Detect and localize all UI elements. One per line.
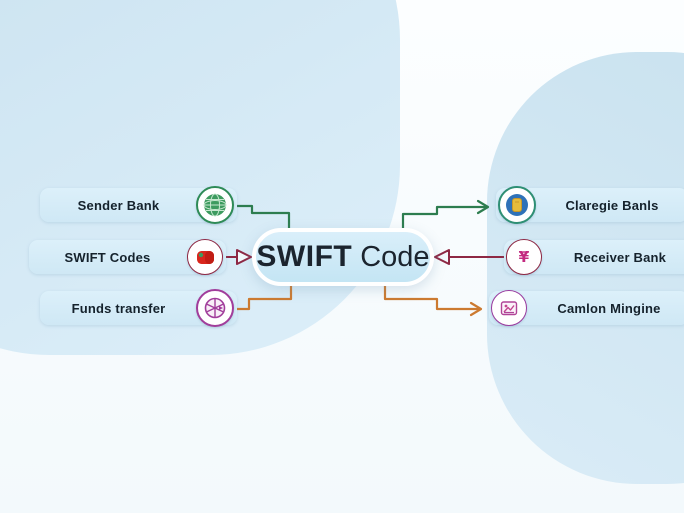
node-claregie-banls: Claregie Banls <box>496 186 684 224</box>
node-label: SWIFT Codes <box>64 249 151 265</box>
node-receiver-bank: ¥ Receiver Bank <box>504 239 684 275</box>
svg-text:¥: ¥ <box>519 248 530 266</box>
connector-receiver-bank <box>434 249 505 265</box>
chart-image-icon <box>491 290 527 326</box>
node-label: Claregie Banls <box>565 197 659 213</box>
center-node-swift-code: SWIFT Code <box>252 228 434 286</box>
node-label: Receiver Bank <box>573 249 667 265</box>
connector-claregie <box>401 199 490 232</box>
globe-bank-icon <box>196 186 234 224</box>
node-camlon-mingine: Camlon Mingine <box>489 290 684 326</box>
connector-camlon <box>383 284 483 317</box>
center-title-regular: Code <box>360 240 430 273</box>
node-label: Funds transfer <box>71 300 166 316</box>
currency-icon: ¥ <box>506 239 542 275</box>
node-label: Camlon Mingine <box>557 300 661 316</box>
transfer-globe-icon <box>196 289 234 327</box>
center-title-bold: SWIFT <box>256 240 353 273</box>
bank-card-icon <box>187 239 223 275</box>
node-sender-bank: Sender Bank <box>40 186 237 224</box>
node-funds-transfer: Funds transfer <box>40 289 237 327</box>
node-swift-codes: SWIFT Codes <box>29 239 226 275</box>
coin-bag-icon <box>498 186 536 224</box>
node-label: Sender Bank <box>77 197 160 213</box>
